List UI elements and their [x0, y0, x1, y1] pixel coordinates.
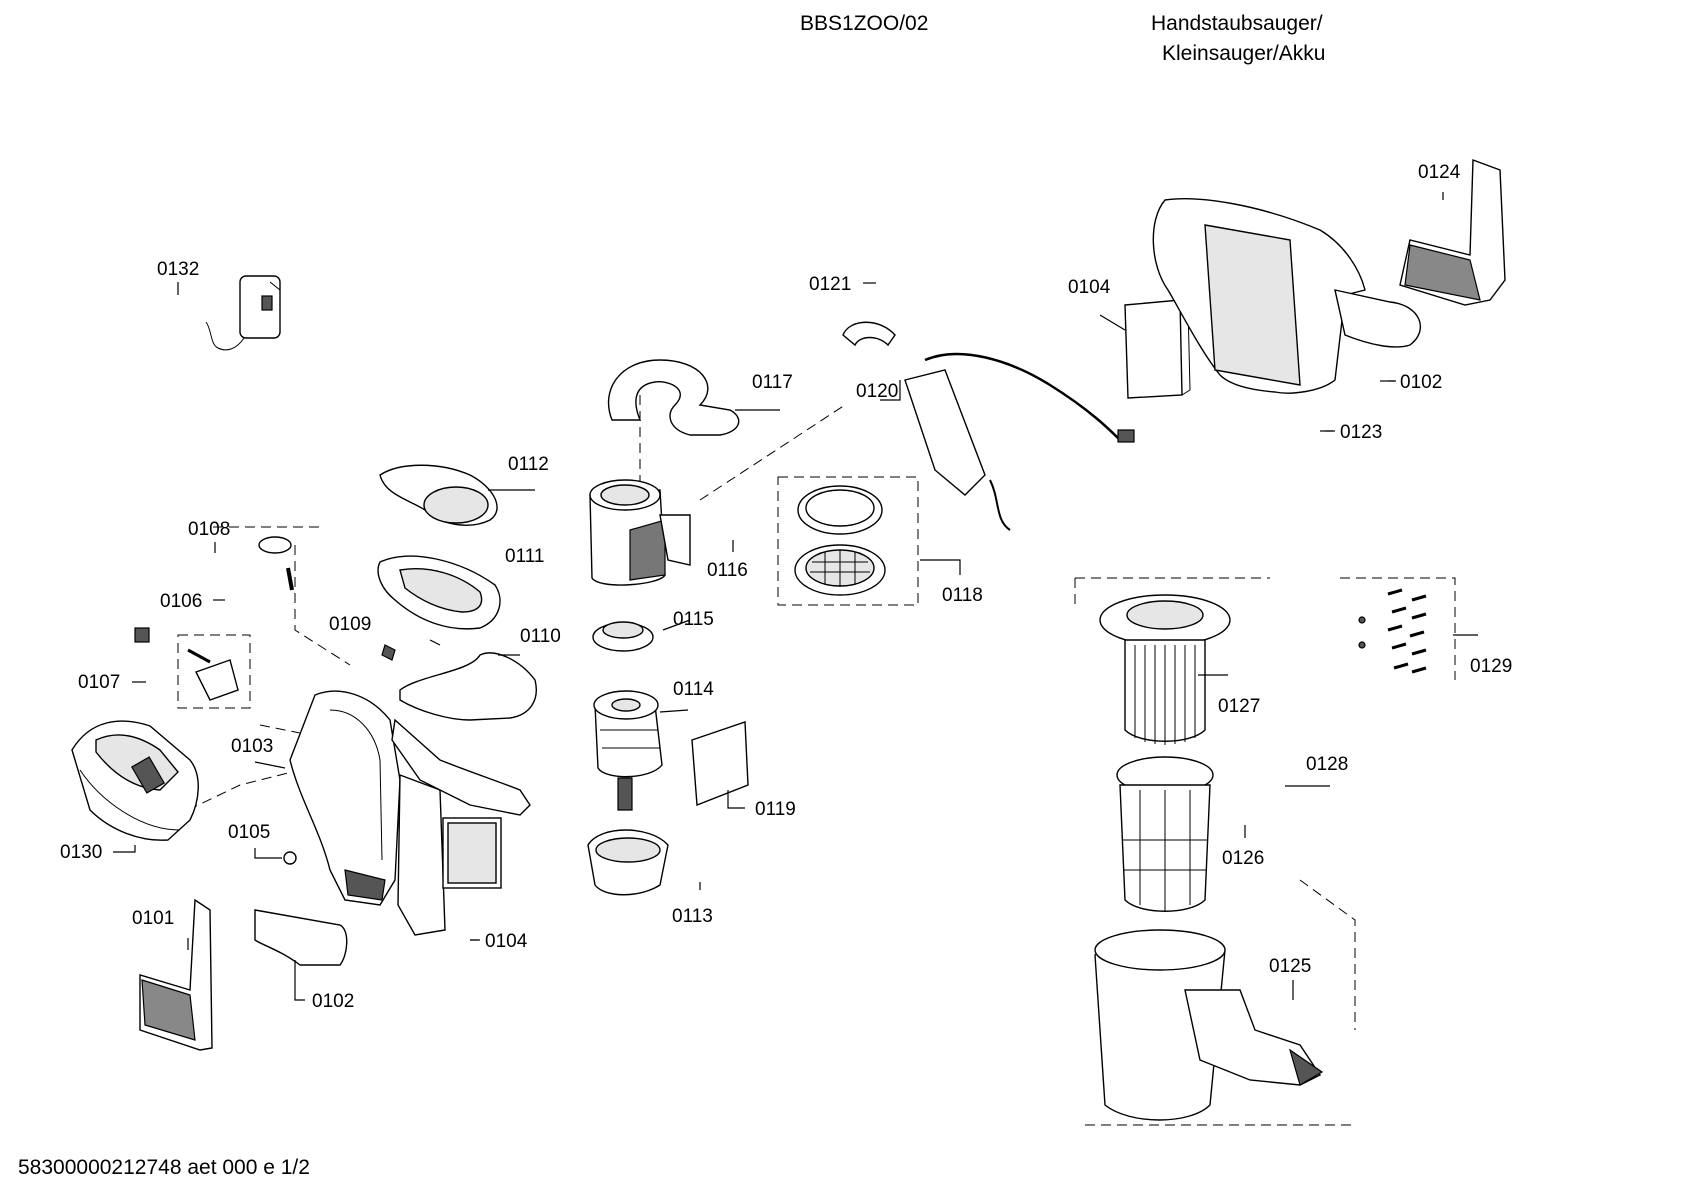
callout-0132: 0132 [157, 259, 199, 280]
part-0117-elbow-tube [607, 359, 740, 436]
part-0104-filter-box [1124, 299, 1191, 399]
part-0114-motor [593, 690, 663, 811]
part-0104-housing-right [397, 773, 502, 936]
category-line-2: Kleinsauger/Akku [1162, 42, 1326, 65]
part-0108-button [258, 536, 294, 591]
callout-0105: 0105 [228, 822, 270, 843]
callout-0111: 0111 [505, 546, 544, 567]
callout-0107: 0107 [78, 672, 120, 693]
part-0129-screws [1358, 588, 1427, 674]
part-0126-mesh-cage [1116, 756, 1214, 912]
callout-0109: 0109 [329, 614, 371, 635]
callout-0126: 0126 [1222, 848, 1264, 869]
part-0118-filter-discs [794, 485, 886, 596]
callout-0110: 0110 [520, 626, 561, 647]
callout-0104-top: 0104 [1068, 277, 1111, 298]
callout-0112: 0112 [508, 454, 549, 475]
callout-0117: 0117 [752, 372, 793, 393]
part-0113-mount [587, 829, 669, 896]
callout-0118: 0118 [942, 585, 983, 606]
model-number: BBS1ZOO/02 [800, 12, 929, 35]
part-0125-dust-bin [1094, 929, 1324, 1121]
part-0105-knob [283, 851, 297, 865]
callout-0119: 0119 [755, 799, 796, 820]
callout-0128: 0128 [1306, 754, 1348, 775]
callout-0102-top: 0102 [1400, 372, 1442, 393]
part-0111-seal [377, 555, 501, 630]
callout-0123: 0123 [1340, 422, 1382, 443]
part-0110-frame [391, 652, 537, 816]
document-id: 58300000212748 aet 000 e 1/2 [18, 1156, 310, 1179]
callout-0103: 0103 [231, 736, 273, 757]
callout-0129: 0129 [1470, 656, 1512, 677]
part-0103-housing [289, 690, 401, 906]
part-0101-grille [139, 898, 213, 1051]
callout-labels: 0132 0121 0124 0104 0102 0123 0120 0117 … [60, 162, 1512, 1012]
parts-0118-group-box [777, 476, 919, 606]
callout-0124: 0124 [1418, 162, 1461, 183]
callout-0108: 0108 [188, 519, 230, 540]
part-0112-cover [379, 464, 498, 526]
parts-0106-0107-group-box [177, 634, 251, 709]
part-0120-wiring [904, 352, 1135, 531]
callout-0116: 0116 [707, 560, 748, 581]
part-0127-filter [1099, 594, 1231, 745]
callout-0130: 0130 [60, 842, 102, 863]
part-0102-pad-left [254, 909, 348, 966]
category-line-1: Handstaubsauger/ [1151, 12, 1323, 35]
part-0106-0107-latch [134, 627, 239, 701]
callout-0102-bottom: 0102 [312, 991, 354, 1012]
part-0109-clip [381, 644, 396, 661]
callout-0125: 0125 [1269, 956, 1311, 977]
callout-0127: 0127 [1218, 696, 1260, 717]
part-0119-filter-card [691, 721, 749, 806]
label-dash-marks [470, 380, 1396, 941]
part-0132-charger [205, 275, 281, 351]
part-0124-grille [1399, 159, 1506, 306]
callout-0113: 0113 [672, 906, 713, 927]
callout-0106: 0106 [160, 591, 202, 612]
callout-0104-bottom: 0104 [485, 931, 528, 952]
part-0121-cap [842, 321, 896, 347]
callout-0115: 0115 [673, 609, 714, 630]
callout-0101: 0101 [132, 908, 174, 929]
part-0116-filter-housing [589, 479, 691, 586]
callout-0114: 0114 [673, 679, 714, 700]
part-0115-ring [592, 621, 654, 652]
part-0130-charging-base [71, 720, 199, 841]
callout-0121: 0121 [809, 274, 851, 295]
callout-0120: 0120 [856, 381, 898, 402]
part-0123-top-housing [1152, 198, 1421, 394]
